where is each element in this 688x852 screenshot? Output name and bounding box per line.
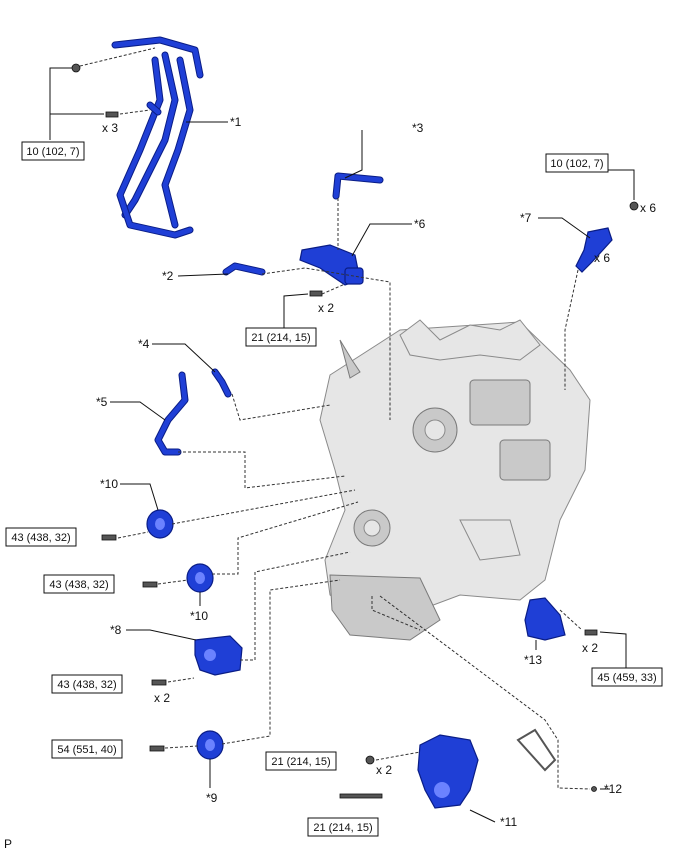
svg-text:10 (102, 7): 10 (102, 7) xyxy=(26,146,79,158)
callout-6: *6 xyxy=(414,217,426,231)
part-4-hose xyxy=(211,368,232,398)
part-3-pipe xyxy=(332,172,384,200)
bolt-icon xyxy=(101,534,117,541)
svg-text:21 (214, 15): 21 (214, 15) xyxy=(313,822,372,834)
callout-1: *1 xyxy=(230,115,242,129)
torque-spec-2: 10 (102, 7) xyxy=(545,153,609,173)
torque-spec-8: 45 (459, 33) xyxy=(591,667,663,687)
bolt-icon xyxy=(591,786,597,792)
bolt-icon xyxy=(309,290,323,297)
quantity-label: x 2 xyxy=(318,301,334,315)
quantity-label: x 2 xyxy=(376,763,392,777)
part-10-idler-pulley-lower xyxy=(186,563,214,593)
svg-text:21 (214, 15): 21 (214, 15) xyxy=(251,332,310,344)
callout-7: *7 xyxy=(520,211,532,225)
part-8-tensioner xyxy=(194,635,243,676)
torque-spec-10: 21 (214, 15) xyxy=(307,817,379,837)
svg-text:45 (459, 33): 45 (459, 33) xyxy=(597,672,656,684)
part-11-housing xyxy=(417,734,479,809)
svg-text:43 (438, 32): 43 (438, 32) xyxy=(57,679,116,691)
torque-spec-4: 43 (438, 32) xyxy=(5,527,77,547)
svg-text:54 (551, 40): 54 (551, 40) xyxy=(57,744,116,756)
bolts xyxy=(71,63,639,799)
engine-assembly xyxy=(319,319,591,641)
callout-10-lower: *10 xyxy=(190,609,208,623)
torque-spec-6: 43 (438, 32) xyxy=(51,674,123,694)
bolt-icon xyxy=(151,679,167,686)
bolt-icon xyxy=(339,793,383,799)
bolt-icon xyxy=(142,581,158,588)
callout-13: *13 xyxy=(524,653,542,667)
callout-5: *5 xyxy=(96,395,108,409)
part-9-idler-pulley xyxy=(196,730,224,760)
bolt-icon xyxy=(71,63,81,73)
bolt-icon xyxy=(365,755,375,765)
svg-text:43 (438, 32): 43 (438, 32) xyxy=(11,532,70,544)
bolt-icon xyxy=(584,629,598,636)
corner-mark: P xyxy=(4,837,12,851)
part-5-pipe xyxy=(154,371,189,456)
part-13-bracket xyxy=(524,597,566,641)
quantity-label: x 6 xyxy=(640,201,656,215)
alignment-lines xyxy=(79,47,591,790)
part-7-ignition-coil xyxy=(575,227,613,273)
quantity-label: x 2 xyxy=(582,641,598,655)
torque-spec-3: 21 (214, 15) xyxy=(245,327,317,347)
svg-text:21 (214, 15): 21 (214, 15) xyxy=(271,756,330,768)
callout-8: *8 xyxy=(110,623,122,637)
leader-lines xyxy=(49,67,635,823)
bolt-icon xyxy=(105,111,119,118)
part-6-water-outlet xyxy=(299,244,364,286)
callout-4: *4 xyxy=(138,337,150,351)
callout-3: *3 xyxy=(412,121,424,135)
quantity-label: x 3 xyxy=(102,121,118,135)
callout-9: *9 xyxy=(206,791,218,805)
part-12-gasket xyxy=(516,728,557,772)
torque-spec-7: 54 (551, 40) xyxy=(51,739,123,759)
quantity-label: x 2 xyxy=(154,691,170,705)
part-10-idler-pulley-upper xyxy=(146,509,174,539)
svg-text:43 (438, 32): 43 (438, 32) xyxy=(49,579,108,591)
part-2-hose xyxy=(222,262,266,276)
callout-10-upper: *10 xyxy=(100,477,118,491)
bolt-icon xyxy=(149,745,165,752)
part-1-pipe-assembly xyxy=(111,36,204,239)
callout-2: *2 xyxy=(162,269,174,283)
callout-12: *12 xyxy=(604,782,622,796)
callout-11: *11 xyxy=(500,815,517,829)
quantity-label: x 6 xyxy=(594,251,610,265)
torque-spec-9: 21 (214, 15) xyxy=(265,751,337,771)
torque-spec-5: 43 (438, 32) xyxy=(43,574,115,594)
torque-spec-1: 10 (102, 7) xyxy=(21,141,85,161)
bolt-icon xyxy=(629,201,639,211)
svg-text:10 (102, 7): 10 (102, 7) xyxy=(550,158,603,170)
